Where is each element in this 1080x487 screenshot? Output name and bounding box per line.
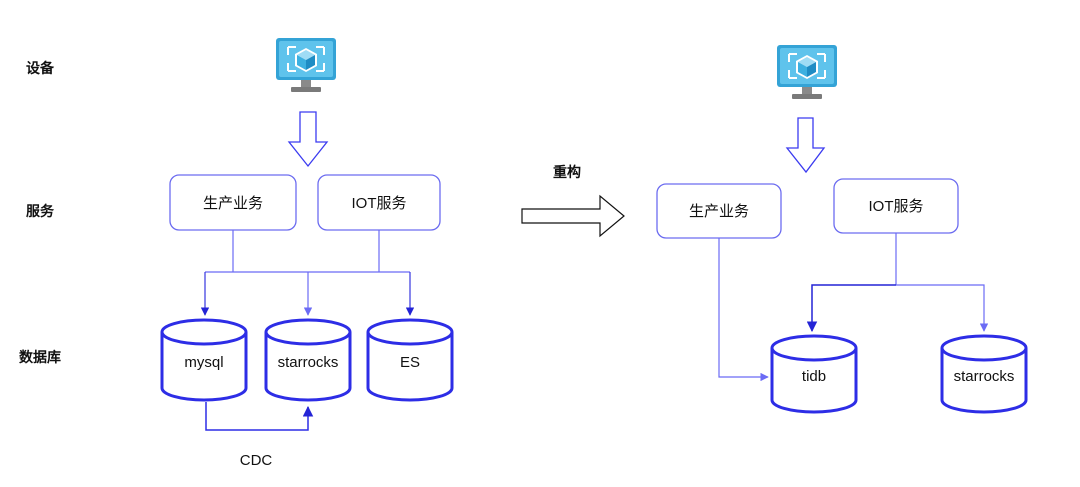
service-label-iot: IOT服务 — [352, 195, 407, 212]
db-label-starrocks: starrocks — [954, 368, 1015, 385]
db-cylinder-es — [366, 318, 454, 402]
monitor-cube-icon — [276, 38, 336, 92]
cdc-sync-arrow — [205, 402, 314, 431]
connector-lines-after — [718, 233, 989, 382]
monitor-cube-icon — [777, 45, 837, 99]
db-label-es: ES — [400, 354, 420, 371]
transition-label: 重构 — [553, 164, 581, 180]
cdc-label: CDC — [240, 452, 273, 469]
layer-label-device: 设备 — [26, 60, 55, 76]
layer-label-database: 数据库 — [19, 349, 61, 365]
hollow-down-arrow — [287, 111, 329, 168]
connector-lines-before — [200, 230, 415, 316]
db-cylinder-mysql — [160, 318, 248, 402]
hollow-right-arrow — [521, 194, 625, 238]
db-label-starrocks: starrocks — [278, 354, 339, 371]
db-cylinder-tidb — [770, 334, 858, 414]
layer-label-service: 服务 — [26, 203, 55, 219]
db-label-tidb: tidb — [802, 368, 826, 385]
db-cylinder-starrocks — [264, 318, 352, 402]
service-label-production: 生产业务 — [689, 203, 749, 220]
db-cylinder-starrocks — [940, 334, 1028, 414]
service-label-production: 生产业务 — [203, 195, 263, 212]
db-label-mysql: mysql — [184, 354, 223, 371]
service-label-iot: IOT服务 — [869, 198, 924, 215]
hollow-down-arrow — [785, 117, 826, 174]
